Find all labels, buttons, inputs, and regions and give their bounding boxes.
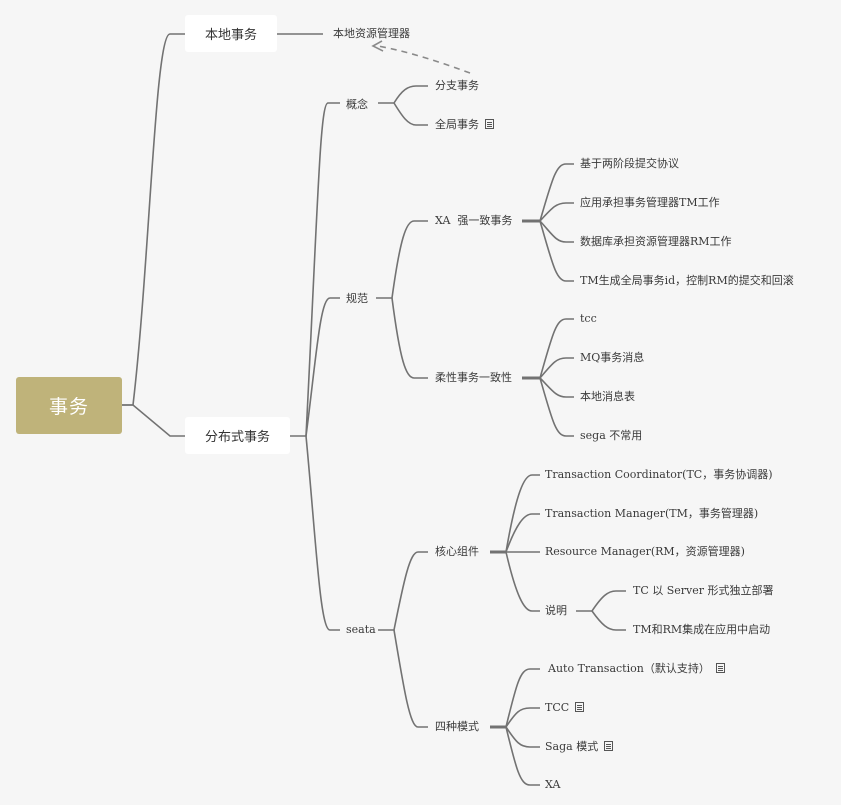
flexible-item[interactable]: sega 不常用	[580, 429, 643, 442]
explain-node[interactable]: 说明	[545, 604, 567, 617]
note-icon[interactable]	[604, 741, 614, 751]
mode-item-label: Saga 模式	[545, 740, 599, 753]
mode-item[interactable]: XA	[545, 778, 561, 791]
concept-node[interactable]: 概念	[346, 98, 368, 111]
core-item[interactable]: Resource Manager(RM，资源管理器)	[545, 545, 745, 558]
note-icon[interactable]	[715, 663, 725, 673]
core-item[interactable]: Transaction Manager(TM，事务管理器)	[545, 507, 759, 520]
local-resource-manager-node[interactable]: 本地资源管理器	[333, 27, 410, 40]
branch-transaction-node[interactable]: 分支事务	[435, 79, 479, 92]
xa-item[interactable]: 应用承担事务管理器TM工作	[580, 196, 720, 209]
flexible-item[interactable]: tcc	[580, 312, 597, 325]
xa-item[interactable]: 基于两阶段提交协议	[580, 157, 679, 170]
root-label: 事务	[48, 396, 89, 418]
distributed-transaction-node[interactable]: 分布式事务	[185, 417, 290, 454]
note-icon[interactable]	[485, 119, 494, 129]
spec-node[interactable]: 规范	[346, 292, 368, 305]
core-components-node[interactable]: 核心组件	[435, 545, 479, 558]
flexible-node[interactable]: 柔性事务一致性	[435, 371, 512, 384]
global-transaction-node[interactable]: 全局事务	[435, 117, 494, 133]
note-icon[interactable]	[575, 702, 585, 712]
mode-item[interactable]: TCC	[545, 700, 585, 716]
flexible-item[interactable]: 本地消息表	[580, 390, 635, 403]
explain-item[interactable]: TC 以 Server 形式独立部署	[633, 584, 774, 597]
four-modes-node[interactable]: 四种模式	[435, 720, 479, 733]
core-item[interactable]: Transaction Coordinator(TC，事务协调器)	[545, 468, 773, 481]
flexible-item[interactable]: MQ事务消息	[580, 351, 645, 364]
mode-item[interactable]: Auto Transaction（默认支持）	[548, 661, 725, 677]
mode-item[interactable]: Saga 模式	[545, 739, 614, 755]
root-node[interactable]: 事务	[16, 377, 122, 434]
xa-item[interactable]: 数据库承担资源管理器RM工作	[580, 235, 732, 248]
xa-node[interactable]: XA 强一致事务	[435, 214, 513, 227]
distributed-transaction-label: 分布式事务	[204, 430, 270, 445]
dashed-arrow	[377, 45, 471, 74]
explain-item[interactable]: TM和RM集成在应用中启动	[633, 623, 771, 636]
seata-node[interactable]: seata	[346, 623, 376, 636]
mode-item-label: TCC	[545, 701, 570, 714]
local-transaction-node[interactable]: 本地事务	[185, 15, 277, 52]
xa-item[interactable]: TM生成全局事务id，控制RM的提交和回滚	[580, 274, 794, 287]
global-transaction-label: 全局事务	[435, 118, 479, 131]
local-transaction-label: 本地事务	[204, 28, 257, 43]
mode-item-label: Auto Transaction（默认支持）	[548, 662, 710, 675]
